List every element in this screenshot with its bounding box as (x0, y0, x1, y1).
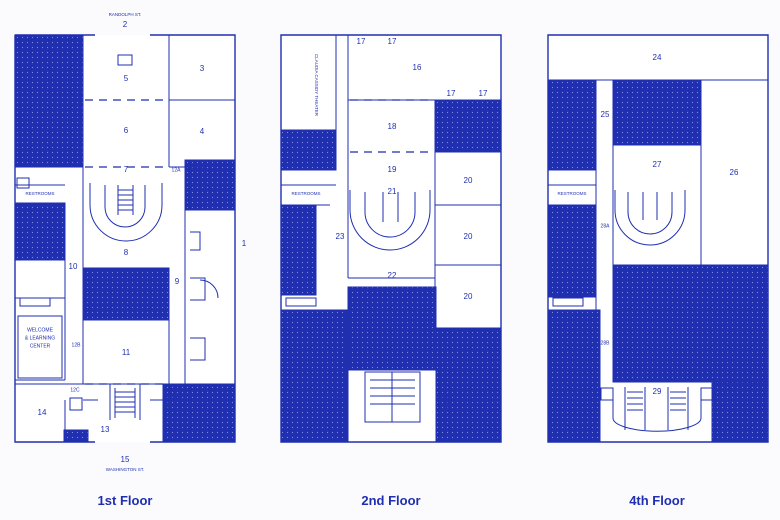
room-label: 24 (653, 53, 662, 62)
room-label: 18 (388, 122, 397, 131)
room-label: 28A (601, 223, 611, 229)
room-label: 19 (388, 165, 397, 174)
room-label: 21 (388, 187, 397, 196)
room-label: 2 (123, 20, 128, 29)
theater-label: CLAUDIA CASSIDY THEATER (314, 54, 319, 117)
restrooms-label: RESTROOMS (557, 191, 586, 196)
restrooms-label: RESTROOMS (25, 191, 54, 196)
floor-title: 2nd Floor (361, 493, 420, 508)
solid-block (63, 429, 89, 443)
room-label: 6 (124, 126, 129, 135)
solid-block (547, 79, 597, 171)
room-label: 23 (336, 232, 345, 241)
solid-block (547, 204, 597, 298)
room-label: 7 (124, 165, 129, 174)
room-label: 12C (70, 387, 80, 393)
solid-block (434, 99, 502, 153)
room-label: 4 (200, 127, 205, 136)
room-label: 12B (72, 342, 82, 348)
room-label: 11 (122, 348, 131, 357)
room-label: 22 (388, 271, 397, 280)
solid-block (547, 309, 601, 443)
room-label: 25 (601, 110, 610, 119)
solid-block (280, 309, 348, 443)
room-label: 5 (124, 74, 129, 83)
room-label: 20 (464, 176, 473, 185)
welcome-label: & LEARNING (25, 335, 55, 341)
welcome-label: CENTER (30, 343, 51, 349)
room-label: 20 (464, 232, 473, 241)
room-label: 26 (730, 168, 739, 177)
room-label: 13 (101, 425, 110, 434)
room-label: 1 (242, 239, 247, 248)
solid-block (612, 79, 702, 146)
street-label-top: RANDOLPH ST. (109, 12, 142, 17)
solid-block (82, 267, 170, 321)
floor-2-plan: 17 17 16 17 17 18 19 21 20 20 23 22 20 R… (280, 34, 502, 508)
room-label: 27 (653, 160, 662, 169)
solid-block (280, 129, 337, 171)
solid-block (280, 204, 317, 296)
room-label: 15 (121, 455, 130, 464)
floor-4-plan: 24 25 27 26 28A 28B 29 RESTROOMS 4th Flo… (547, 34, 769, 508)
floor-1-plan: RANDOLPH ST. 2 3 5 4 6 7 12A 8 1 10 9 11… (14, 12, 247, 508)
welcome-label: WELCOME (27, 327, 54, 333)
street-label-bottom: WASHINGTON ST. (106, 467, 145, 472)
solid-block (612, 264, 769, 383)
room-label: 20 (464, 292, 473, 301)
floor-title: 1st Floor (98, 493, 153, 508)
solid-block (184, 159, 236, 211)
solid-block (14, 202, 66, 261)
room-label: 17 (388, 37, 397, 46)
restrooms-label: RESTROOMS (291, 191, 320, 196)
solid-block (14, 34, 84, 168)
solid-block (435, 327, 502, 443)
solid-block (711, 381, 769, 443)
room-label: 12C (169, 387, 179, 393)
floor-title: 4th Floor (629, 493, 685, 508)
room-label: 17 (357, 37, 366, 46)
room-label: 8 (124, 248, 129, 257)
room-label: 16 (413, 63, 422, 72)
room-label: 14 (38, 408, 47, 417)
room-label: 9 (175, 277, 180, 286)
room-label: 17 (447, 89, 456, 98)
room-label: 3 (200, 64, 205, 73)
room-label: 12A (172, 167, 182, 173)
room-label: 28B (601, 340, 611, 346)
room-label: 17 (479, 89, 488, 98)
room-label: 29 (653, 387, 662, 396)
solid-block (347, 286, 437, 371)
room-label: 10 (69, 262, 78, 271)
